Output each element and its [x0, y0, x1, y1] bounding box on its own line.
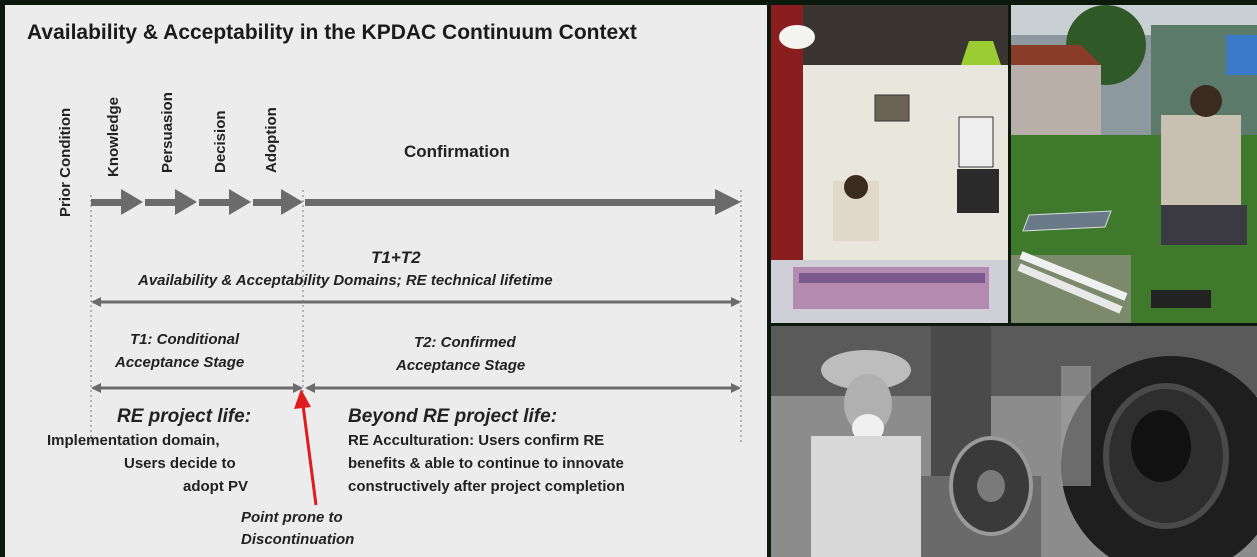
left-block-line2: Users decide to	[124, 455, 236, 472]
left-block-heading: RE project life:	[117, 406, 252, 427]
decision-arrow	[199, 189, 251, 215]
garden-solar-panel-photo	[1011, 5, 1257, 323]
t1-line1: T1: Conditional	[130, 331, 240, 348]
diagram-title: Availability & Acceptability in the KPDA…	[27, 21, 637, 44]
t2-line2: Acceptance Stage	[396, 357, 526, 374]
diagram-panel: Availability & Acceptability in the KPDA…	[5, 5, 767, 557]
stage-persuasion: Persuasion	[159, 92, 176, 173]
pointer-line2: Discontinuation	[241, 531, 355, 548]
discontinuation-pointer-arrow	[294, 389, 318, 506]
right-block-line3: constructively after project completion	[348, 478, 625, 495]
t1t2-caption: Availability & Acceptability Domains; RE…	[138, 272, 553, 289]
stage-confirmation: Confirmation	[404, 142, 510, 161]
right-block-line2: benefits & able to continue to innovate	[348, 455, 624, 472]
confirmation-arrow	[305, 189, 741, 215]
t1-line2: Acceptance Stage	[115, 354, 245, 371]
water-turbine-elder-photo	[771, 326, 1257, 557]
left-block-line3: adopt PV	[183, 478, 249, 495]
shop-interior-photo	[771, 5, 1008, 323]
diagram-canvas	[90, 189, 742, 506]
adoption-arrow	[253, 189, 303, 215]
stage-knowledge: Knowledge	[105, 96, 122, 177]
right-block-heading: Beyond RE project life:	[348, 406, 558, 427]
stage-adoption: Adoption	[263, 107, 280, 173]
stage-arrows	[91, 189, 741, 215]
stage-decision: Decision	[212, 110, 229, 173]
persuasion-arrow	[145, 189, 197, 215]
left-block-line1: Implementation domain,	[47, 432, 220, 449]
t1t2-heading: T1+T2	[371, 248, 421, 267]
knowledge-arrow	[91, 189, 143, 215]
pointer-line1: Point prone to	[241, 509, 343, 526]
t2-line1: T2: Confirmed	[414, 334, 516, 351]
right-block-line1: RE Acculturation: Users confirm RE	[348, 432, 605, 449]
stage-prior-condition: Prior Condition	[57, 107, 74, 217]
